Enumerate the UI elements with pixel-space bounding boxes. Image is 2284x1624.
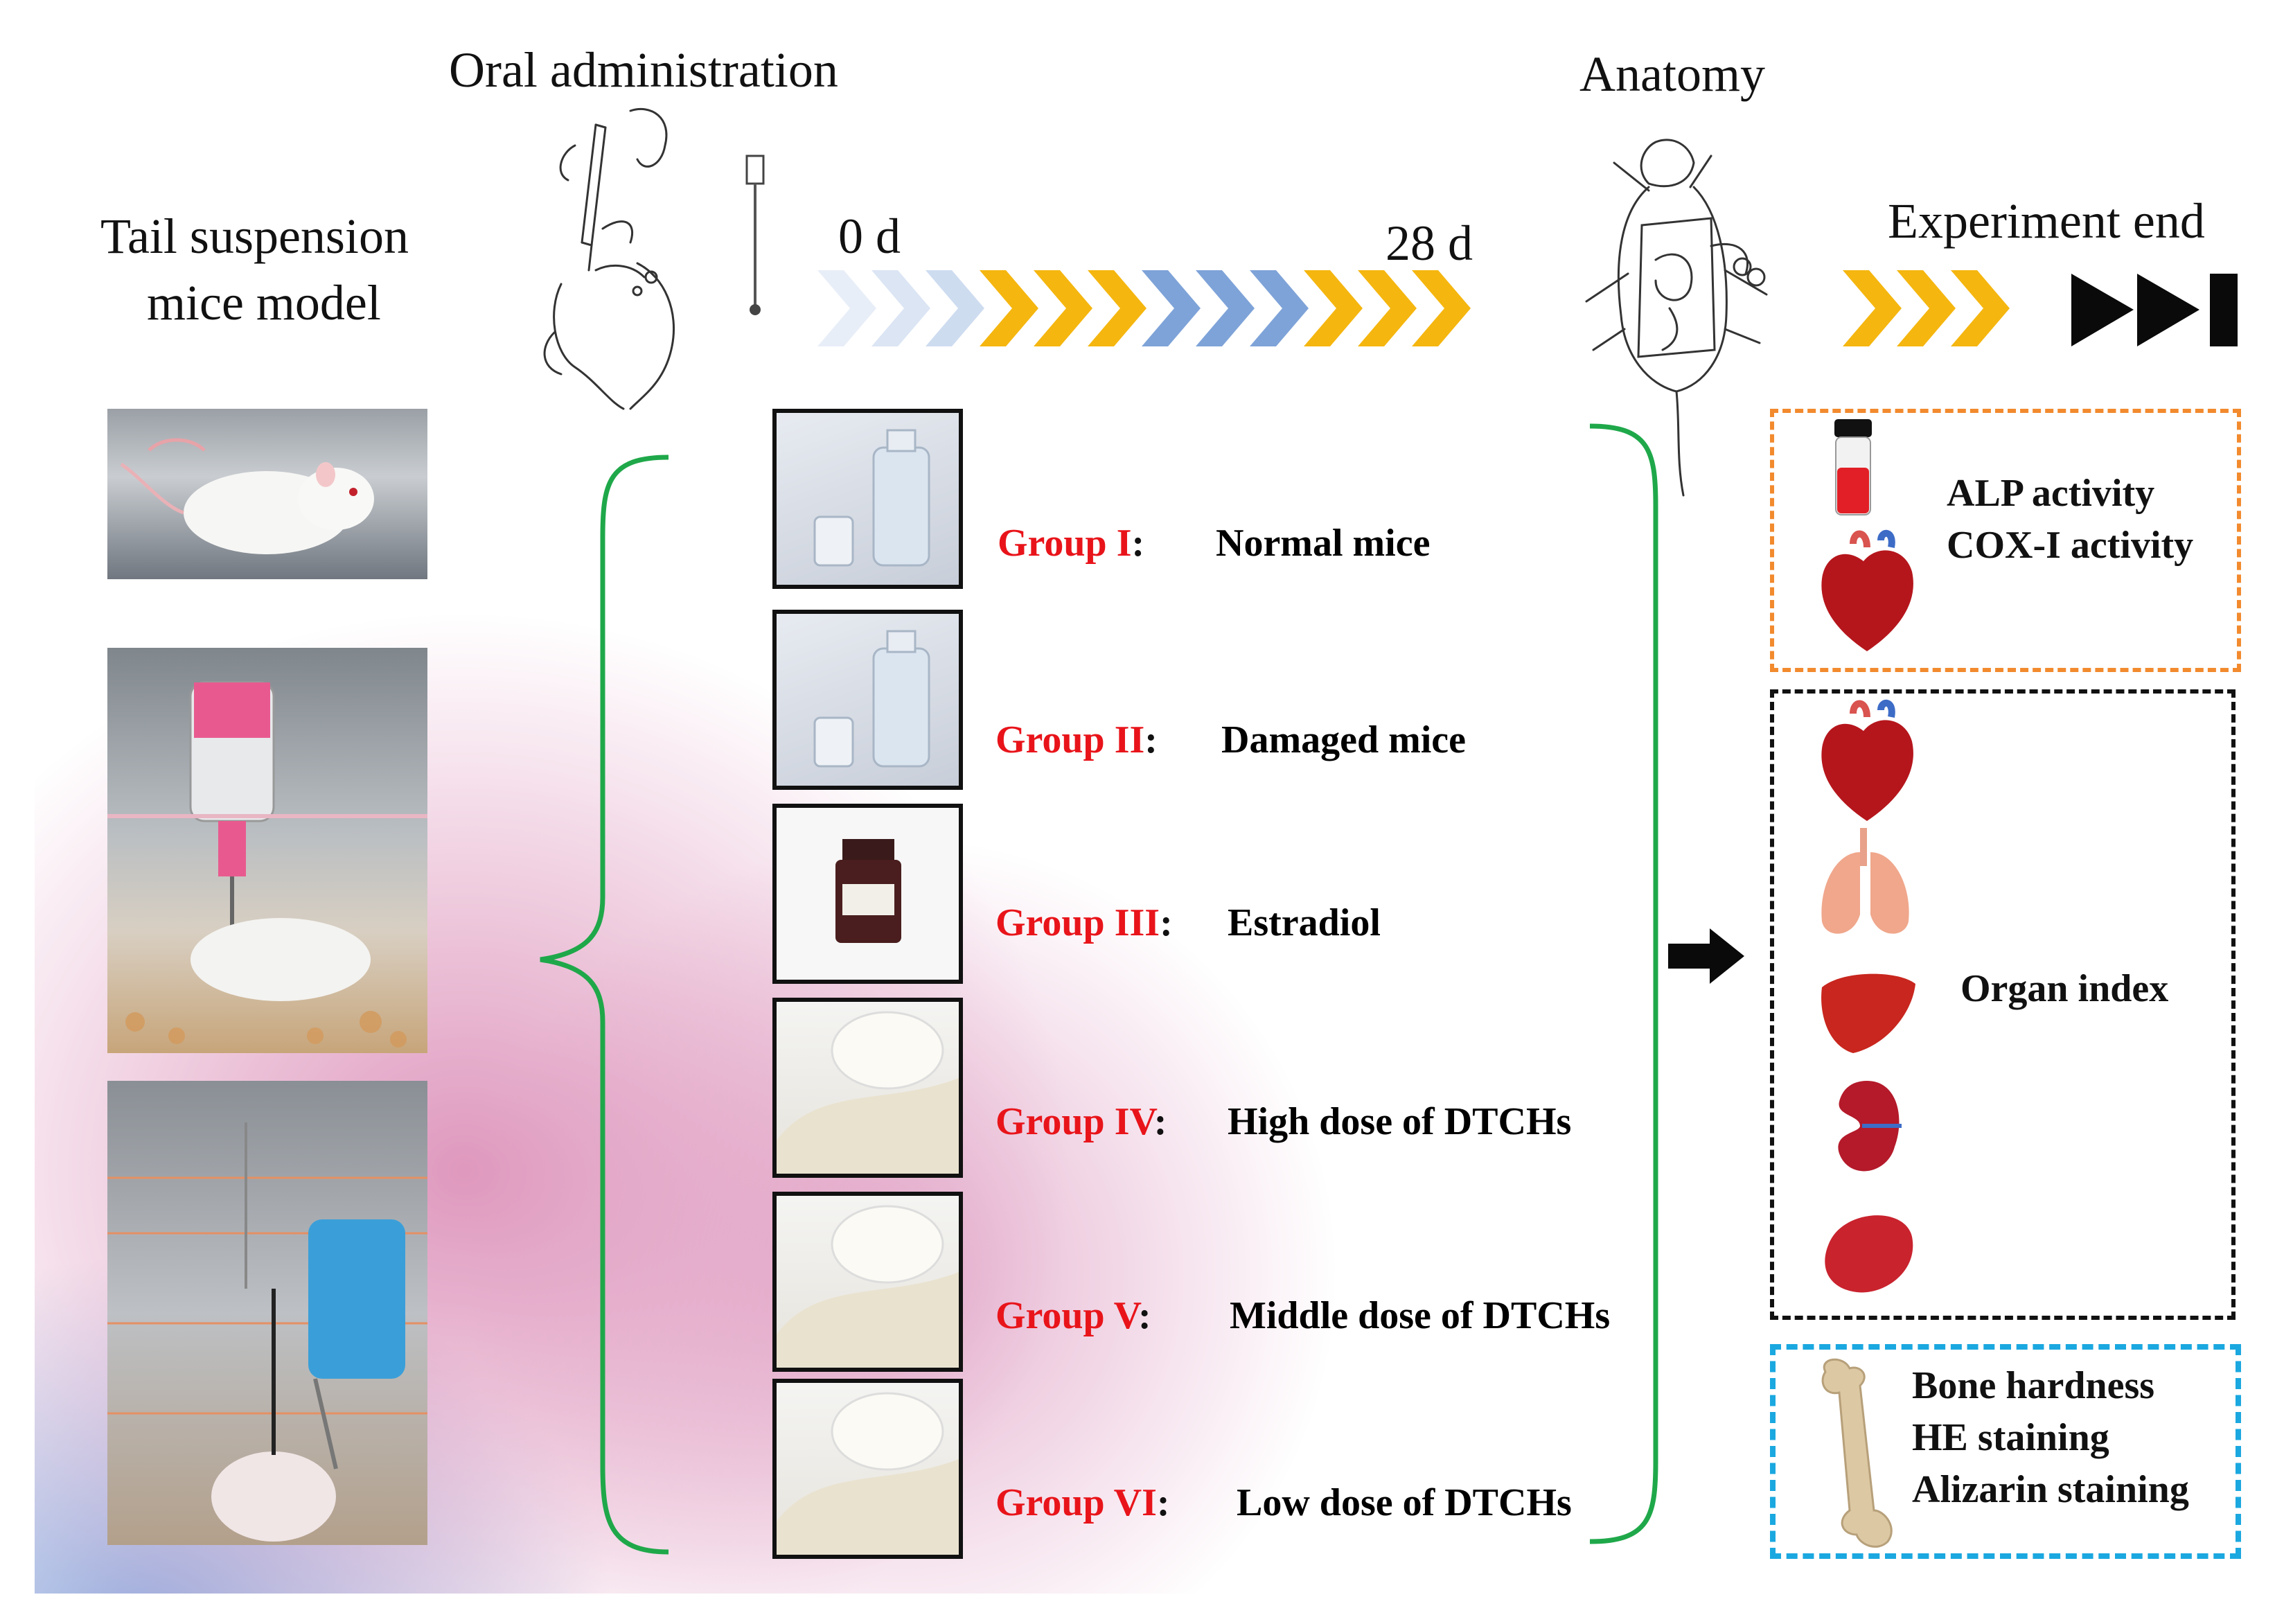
anatomy-heading: Anatomy [1579, 46, 1765, 102]
chevron-icon [1088, 270, 1147, 346]
fast-forward-end-icon [2071, 274, 2238, 346]
chevron-icon [1034, 270, 1092, 346]
chevron-icon [1304, 270, 1363, 346]
bone-assay-box [1770, 1344, 2241, 1559]
mouse-photo-normal [107, 409, 427, 579]
group-row: Group I: [998, 521, 1144, 565]
group-label: Group IV [995, 1100, 1154, 1143]
blood-tube-icon [1834, 419, 1872, 515]
alizarin-staining-label: Alizarin staining [1912, 1468, 2189, 1511]
he-staining-label: HE staining [1912, 1416, 2109, 1459]
group-colon: : [1144, 718, 1158, 761]
day-28-label: 28 d [1386, 215, 1473, 271]
curly-brace-right [1589, 423, 1658, 1544]
group-label: Group V [995, 1294, 1138, 1337]
chevron-icon [1843, 270, 1902, 346]
lung-icon [1821, 828, 1909, 934]
kidney-icon [1838, 1081, 1902, 1172]
group-colon: : [1137, 1294, 1151, 1337]
bone-hardness-label: Bone hardness [1912, 1364, 2155, 1407]
group-label: Group II [995, 718, 1145, 761]
alp-activity-label: ALP activity [1947, 472, 2155, 515]
chevron-icon [926, 270, 984, 346]
chevron-icon [1250, 270, 1309, 346]
chevron-icon [1951, 270, 2010, 346]
gavage-needle-icon [745, 155, 765, 315]
group-row: Group III: [995, 901, 1173, 945]
group-colon: : [1156, 1481, 1170, 1524]
mouse-photo-bottle [107, 648, 427, 1053]
group-3-photo [772, 804, 963, 984]
group-row: Group V: [995, 1294, 1151, 1338]
syringe-hand-icon [543, 107, 675, 410]
chevron-icon [1196, 270, 1255, 346]
group-colon: : [1153, 1100, 1167, 1143]
timeline-chevrons [817, 270, 1471, 346]
curly-brace-icon [540, 454, 669, 1555]
group-6-photo [772, 1379, 963, 1559]
dissection-mouse-icon [1585, 139, 1768, 497]
chevron-icon [1897, 270, 1956, 346]
organ-index-box [1770, 689, 2236, 1320]
chevron-icon [1142, 270, 1201, 346]
bone-icon [1821, 1358, 1893, 1548]
group-2-photo [772, 610, 963, 790]
group-label: Group VI [995, 1481, 1157, 1524]
cox-activity-label: COX-I activity [1947, 524, 2194, 567]
mouse-photo-suspension [107, 1081, 427, 1545]
model-heading-line2: mice model [147, 275, 381, 330]
right-arrow-icon [1668, 928, 1744, 984]
organ-index-label: Organ index [1960, 967, 2169, 1010]
chevron-icon [1412, 270, 1471, 346]
chevron-icon [871, 270, 930, 346]
heart-icon [1821, 699, 1913, 821]
serum-assay-box [1770, 409, 2241, 672]
group-colon: : [1131, 522, 1145, 565]
experiment-end-heading: Experiment end [1888, 193, 2205, 249]
oral-administration-heading: Oral administration [449, 42, 838, 98]
group-row: Group IV: [995, 1100, 1167, 1144]
group-desc: High dose of DTCHs [1228, 1100, 1572, 1143]
group-5-photo [772, 1192, 963, 1372]
group-1-photo [772, 409, 963, 589]
liver-icon [1821, 973, 1915, 1053]
group-desc: Low dose of DTCHs [1237, 1481, 1572, 1524]
group-4-photo [772, 998, 963, 1178]
group-desc: Normal mice [1216, 522, 1431, 565]
chevron-icon [980, 270, 1038, 346]
day-0-label: 0 d [838, 209, 901, 264]
group-desc: Damaged mice [1221, 718, 1467, 761]
heart-icon [1821, 529, 1913, 651]
chevron-icon [1358, 270, 1417, 346]
group-label: Group III [995, 901, 1160, 944]
group-label: Group I [998, 522, 1132, 565]
group-desc: Estradiol [1228, 901, 1381, 944]
group-row: Group II: [995, 718, 1158, 762]
group-colon: : [1160, 901, 1173, 944]
group-desc: Middle dose of DTCHs [1230, 1294, 1611, 1337]
chevron-icon [817, 270, 876, 346]
spleen-icon [1825, 1215, 1913, 1293]
group-row: Group VI: [995, 1481, 1170, 1525]
chevron-arrows-icon [1843, 270, 2010, 346]
model-heading-line1: Tail suspension [100, 209, 409, 264]
